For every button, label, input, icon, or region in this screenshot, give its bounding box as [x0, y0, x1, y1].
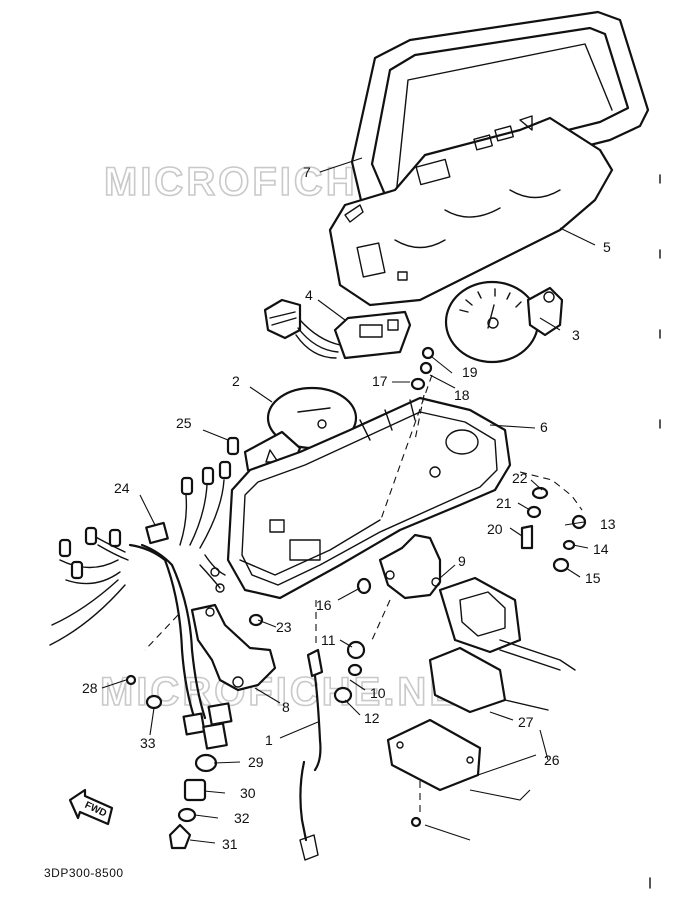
callout-10: 10 — [370, 685, 386, 701]
margin-marks — [649, 174, 661, 889]
fwd-arrow-icon: FWD — [68, 788, 114, 826]
callout-24: 24 — [114, 480, 130, 496]
callout-labels: 7 5 3 4 2 6 19 18 17 25 24 22 21 20 13 1… — [82, 164, 616, 852]
diagram-part-code: 3DP300-8500 — [44, 866, 124, 880]
callout-30: 30 — [240, 785, 256, 801]
callout-32: 32 — [234, 810, 250, 826]
callout-26: 26 — [544, 752, 560, 768]
meter-case-lower — [226, 396, 512, 600]
callout-8: 8 — [282, 699, 290, 715]
small-hardware — [125, 346, 587, 850]
speedometer-cable — [299, 648, 324, 861]
callout-27: 27 — [518, 714, 534, 730]
callout-31: 31 — [222, 836, 238, 852]
harness-bulbs — [58, 436, 240, 580]
harness-connectors — [182, 702, 233, 750]
harness-bracket — [190, 603, 277, 692]
callout-9: 9 — [458, 553, 466, 569]
meter-housing-upper — [328, 115, 614, 307]
callout-19: 19 — [462, 364, 478, 380]
callout-6: 6 — [540, 419, 548, 435]
callout-1: 1 — [265, 732, 273, 748]
meter-stay-assembly — [386, 576, 576, 792]
callout-12: 12 — [364, 710, 380, 726]
callout-7: 7 — [303, 164, 311, 180]
callout-23: 23 — [276, 619, 292, 635]
callout-20: 20 — [487, 521, 503, 537]
wire-harness — [49, 436, 240, 750]
callout-22: 22 — [512, 470, 528, 486]
callout-25: 25 — [176, 415, 192, 431]
callout-11: 11 — [321, 632, 336, 648]
callout-29: 29 — [248, 754, 264, 770]
callout-2: 2 — [232, 373, 240, 389]
callout-15: 15 — [585, 570, 601, 586]
assembly-guides — [144, 374, 583, 812]
callout-21: 21 — [496, 495, 512, 511]
callout-17: 17 — [372, 373, 388, 389]
gauge-assembly-right — [444, 280, 564, 364]
callout-18: 18 — [454, 387, 470, 403]
watermark-bottom: MICROFICHE.NET — [100, 670, 486, 714]
bracket-stay — [378, 533, 442, 600]
callout-28: 28 — [82, 680, 98, 696]
callout-33: 33 — [140, 735, 156, 751]
callout-13: 13 — [600, 516, 616, 532]
callout-14: 14 — [593, 541, 609, 557]
callout-5: 5 — [603, 239, 611, 255]
callout-3: 3 — [572, 327, 580, 343]
indicator-unit — [263, 298, 412, 360]
callout-4: 4 — [305, 287, 313, 303]
leader-lines — [101, 157, 596, 844]
callout-16: 16 — [316, 597, 332, 613]
